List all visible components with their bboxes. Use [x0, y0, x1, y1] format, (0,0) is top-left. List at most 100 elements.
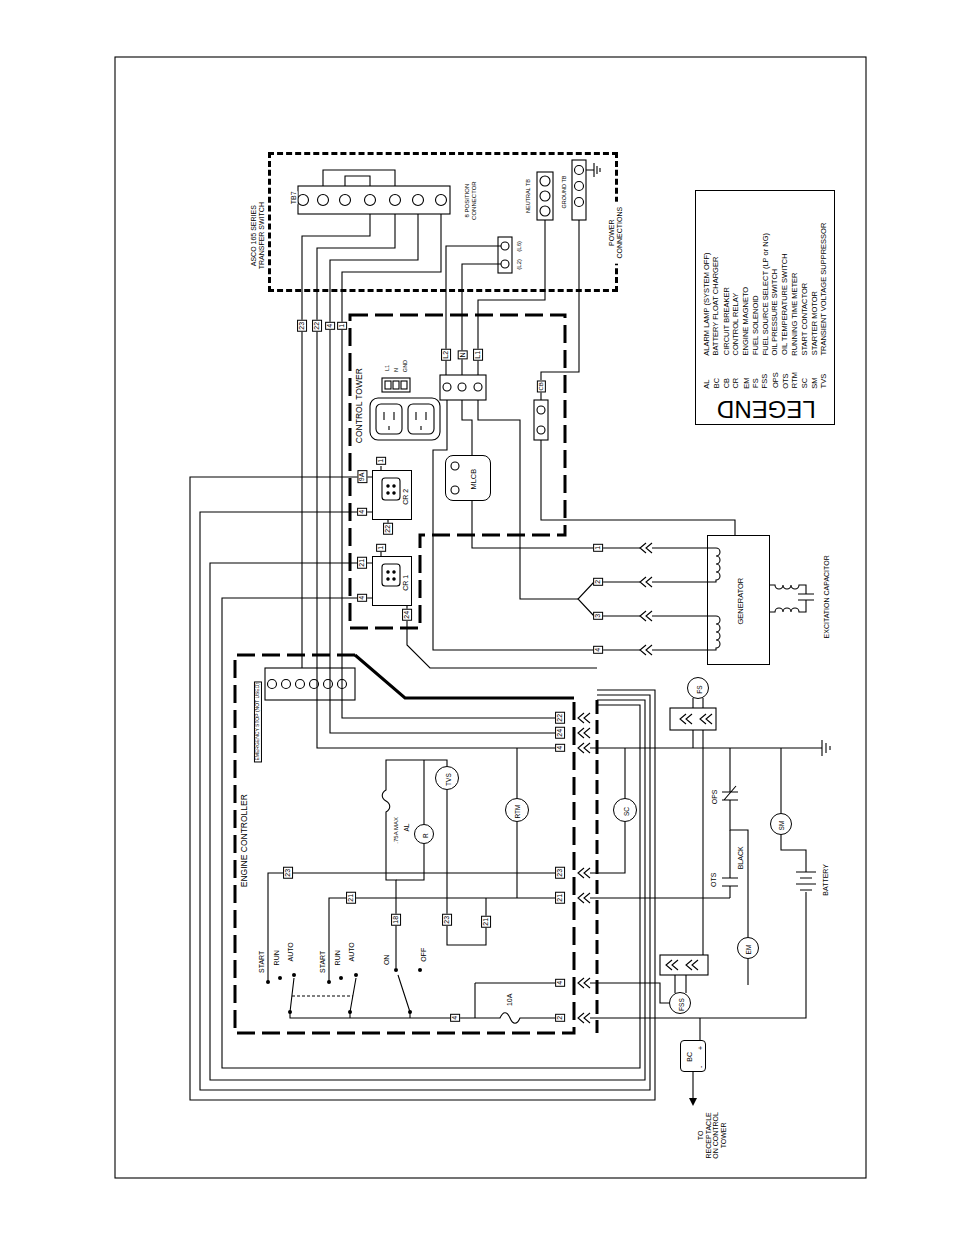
engine-wiring	[350, 983, 556, 1018]
relay-symbol	[387, 492, 389, 494]
connector	[578, 978, 590, 988]
wire-tag: 4	[357, 508, 367, 516]
label: BATTERY	[822, 864, 830, 896]
connector	[640, 543, 652, 655]
connector	[640, 645, 652, 655]
receptacle	[401, 381, 407, 389]
terminal-strip	[323, 170, 395, 186]
engine-wiring	[265, 668, 556, 1023]
label: L1	[384, 365, 390, 371]
engine-wiring	[408, 1010, 412, 1014]
label: RUNNING TIME METER	[791, 272, 799, 355]
label: EXCITATION CAPACITOR	[822, 555, 830, 638]
terminal-strip	[390, 195, 401, 206]
label: RTM	[791, 372, 799, 388]
page-border	[115, 57, 866, 1178]
generator-winding	[707, 548, 814, 650]
label: AUTO	[347, 942, 355, 961]
connector	[578, 1013, 590, 1023]
circuit-breaker	[537, 406, 545, 414]
wire-tag: 4	[450, 1014, 460, 1022]
generator-winding	[707, 616, 720, 650]
relay-symbol	[387, 578, 389, 580]
terminal-strip	[413, 195, 424, 206]
node-text: RTM	[514, 804, 521, 818]
label: N	[393, 368, 399, 372]
wire-tag: 1	[376, 544, 386, 552]
terminal-strip	[298, 186, 450, 214]
wire-tag: EMERGENCY STOP (NOT USED)	[253, 681, 261, 762]
wire-tag: 1	[337, 322, 347, 330]
engine-controller-enclosure-outline	[235, 655, 574, 1033]
engine-wiring	[354, 973, 358, 977]
label: 8 POSITION CONNECTOR	[464, 179, 477, 221]
circuit-breaker	[537, 426, 545, 434]
receptacle	[393, 381, 399, 389]
fuel-solenoid-connector	[660, 698, 716, 993]
terminal-block	[586, 163, 600, 177]
wire-tag: 1	[593, 544, 603, 552]
node-text: MLCB	[470, 469, 478, 490]
label: AUTO	[286, 942, 294, 961]
label: AL	[703, 379, 711, 388]
terminal-strip	[298, 170, 451, 214]
label: EM	[742, 377, 750, 388]
engine-controller-enclosure: ENGINE CONTROLLERTVSALRRTM	[235, 655, 574, 1033]
label: RUN	[272, 950, 280, 965]
engine-wiring	[348, 1010, 352, 1014]
wiring	[541, 220, 735, 535]
label: ALARM LAMP (SYSTEM OFF)	[703, 252, 711, 355]
label: FS	[752, 378, 760, 388]
wire-tag: 23	[283, 867, 293, 879]
connector	[578, 868, 590, 878]
terminal-block	[540, 176, 550, 186]
engine-wiring	[288, 1010, 292, 1014]
terminal-strip	[436, 195, 447, 206]
wiring	[210, 563, 645, 1080]
wiring	[190, 477, 655, 1100]
terminal-block	[474, 383, 482, 391]
fuel-solenoid-connector	[675, 975, 686, 993]
fuel-solenoid-connector	[680, 714, 692, 724]
label: ENGINE MAGNETO	[742, 286, 750, 355]
wire-tag: 22	[383, 523, 393, 535]
label: 10A	[506, 994, 514, 1006]
label: CB	[723, 378, 731, 388]
engine-wiring	[266, 968, 422, 1014]
control-tower-enclosure-outline	[350, 315, 565, 628]
terminal-strip	[340, 195, 351, 206]
node-text: FS	[696, 685, 703, 693]
node-text: BC	[686, 1052, 694, 1062]
wire-tag: 24	[555, 727, 565, 739]
label: (L6)	[516, 240, 523, 251]
label: BLACK	[736, 846, 744, 869]
wire-tag: 9A	[357, 471, 367, 484]
label: CIRCUIT BREAKER	[723, 287, 731, 355]
label: OPS	[710, 789, 718, 804]
label: .75A MAX	[393, 816, 400, 843]
relay-symbol	[393, 485, 395, 487]
label: START	[258, 951, 266, 973]
wiring	[590, 892, 806, 1018]
engine-wiring	[382, 760, 447, 968]
wiring	[115, 57, 866, 1178]
connector	[578, 743, 590, 753]
wiring	[472, 501, 594, 548]
label: OIL TEMPERATURE SWITCH	[781, 253, 789, 355]
component-circle: EM	[737, 937, 759, 959]
node-text: CR 2	[402, 489, 410, 505]
component-circle: RTM	[505, 798, 529, 822]
component-circle: TVS	[435, 766, 459, 790]
wiring	[602, 548, 707, 650]
engine-wiring	[292, 973, 296, 977]
alarm-lamp-circle: ALR	[414, 824, 434, 844]
circuit-breaker	[534, 400, 548, 440]
label: SM	[811, 377, 819, 388]
control-tower-enclosure: CONTROL TOWERCR 2CR 1MLCB	[350, 315, 565, 628]
wiring	[433, 400, 594, 650]
wiring	[478, 400, 578, 599]
circuit-breaker-box: MLCB	[445, 455, 491, 501]
wiring	[747, 959, 748, 985]
terminal-block	[440, 375, 486, 400]
